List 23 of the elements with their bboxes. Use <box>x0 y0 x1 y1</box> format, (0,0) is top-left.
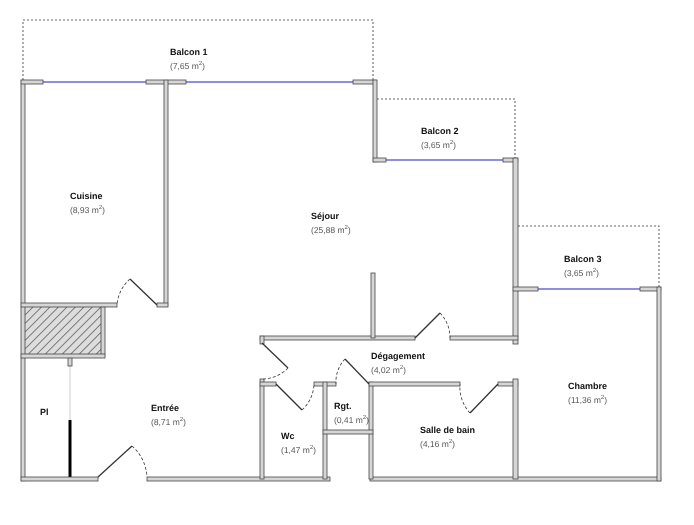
room-name: Balcon 3 <box>564 253 602 266</box>
room-area: (8,93 m$^{2}$) <box>70 204 106 216</box>
room-area: (4,02 m$^{2}$) <box>371 364 426 376</box>
room-name: Wc <box>281 430 296 443</box>
room-area: (25,88 m$^{2}$) <box>311 224 351 236</box>
room-area: (3,65 m$^{2}$) <box>564 266 602 280</box>
room-area: (4,16 m$^{2}$) <box>420 438 476 450</box>
room-area: (1,47 m$^{2}$) <box>281 444 316 456</box>
room-name: Balcon 1 <box>170 46 208 59</box>
room-name: Balcon 2 <box>421 125 459 138</box>
room-name: Cuisine <box>70 190 104 203</box>
room-name: Séjour <box>311 210 340 223</box>
room-area: (3,65 m$^{2}$) <box>421 138 459 152</box>
room-area: (7,65 m$^{2}$) <box>170 60 208 72</box>
room-area: (0,41 m$^{2}$) <box>334 414 370 426</box>
room-name: Entrée <box>151 402 180 415</box>
room-area: (11,36 m$^{2}$) <box>568 394 608 406</box>
room-name: Salle de bain <box>420 424 476 437</box>
room-name: Pl <box>40 406 49 419</box>
room-name: Dégagement <box>371 350 426 363</box>
room-name: Rgt. <box>334 400 352 413</box>
room-name: Chambre <box>568 380 608 393</box>
room-area: (8,71 m$^{2}$) <box>151 416 186 428</box>
